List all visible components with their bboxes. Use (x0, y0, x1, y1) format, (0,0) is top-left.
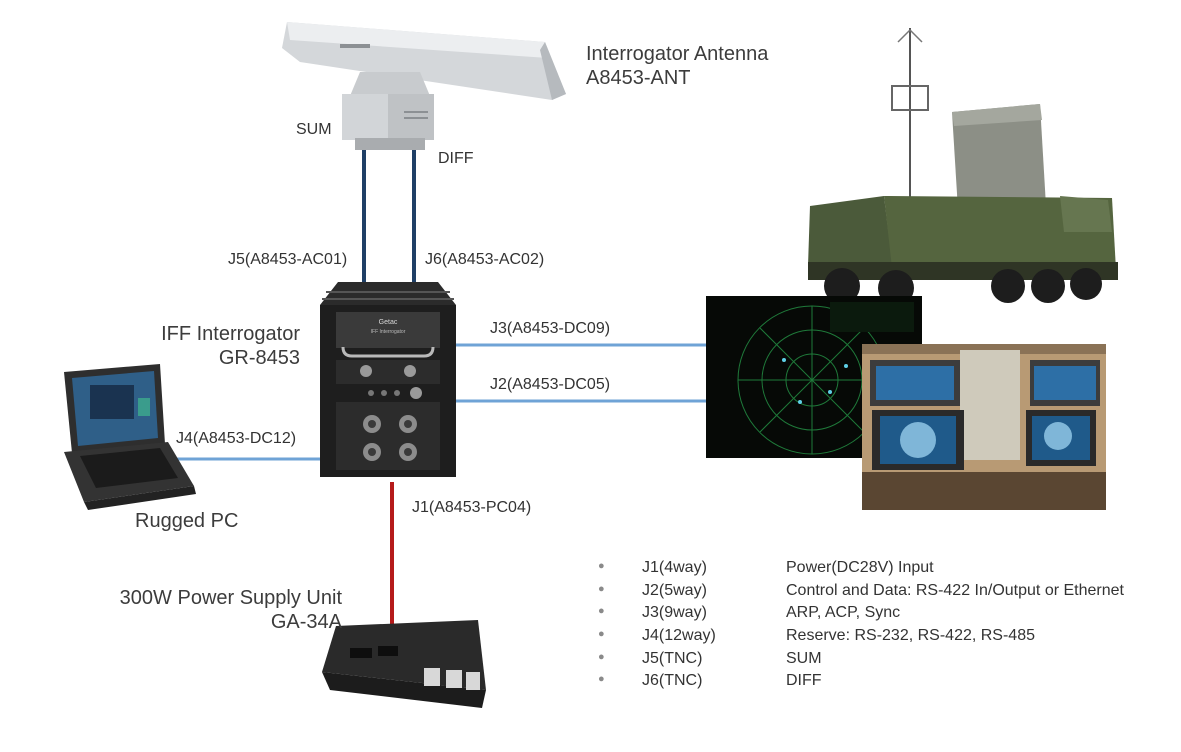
bullet-icon: ● (598, 605, 605, 618)
j2-label: J2(A8453-DC05) (490, 376, 611, 393)
antenna-model: A8453-ANT (586, 67, 691, 89)
legend-desc: Control and Data: RS-422 In/Output or Et… (786, 581, 1124, 599)
antenna-title: Interrogator Antenna (586, 43, 769, 65)
interrogator-brand: Getac (379, 319, 398, 326)
bullet-icon: ● (598, 628, 605, 641)
j6-label: J6(A8453-AC02) (425, 251, 545, 268)
antenna-image (282, 22, 566, 150)
rugged-pc-image (64, 364, 196, 510)
j4-label: J4(A8453-DC12) (176, 430, 297, 447)
interrogator-model: GR-8453 (218, 347, 300, 369)
bullet-icon: ● (598, 650, 605, 663)
j3-label: J3(A8453-DC09) (490, 320, 611, 337)
j1-label: J1(A8453-PC04) (412, 499, 532, 516)
bullet-icon: ● (598, 582, 605, 595)
bullet-icon: ● (598, 673, 605, 686)
legend-desc: DIFF (786, 672, 822, 690)
legend-desc: Power(DC28V) Input (786, 559, 934, 576)
legend-code: J3(9way) (642, 604, 707, 622)
interrogator-title: IFF Interrogator (161, 323, 300, 345)
radar-truck-image (808, 28, 1118, 306)
legend-code: J4(12way) (642, 627, 716, 645)
legend-desc: Reserve: RS-232, RS-422, RS-485 (786, 627, 1035, 645)
legend-code: J6(TNC) (642, 672, 703, 690)
bullet-icon: ● (598, 560, 605, 572)
interrogator-image: Getac IFF Interrogator (320, 282, 456, 477)
legend-code: J1(4way) (642, 559, 707, 576)
port-diff-label: DIFF (438, 150, 474, 167)
psu-model: GA-34A (270, 611, 342, 633)
operator-console-image (862, 344, 1106, 510)
power-supply-image (322, 620, 486, 708)
legend-code: J5(TNC) (642, 649, 703, 667)
legend-desc: SUM (786, 649, 822, 667)
interrogator-front-label: IFF Interrogator (371, 329, 406, 335)
j5-label: J5(A8453-AC01) (228, 251, 348, 268)
legend-code: J2(5way) (642, 581, 707, 599)
legend-desc: ARP, ACP, Sync (786, 604, 901, 622)
rugged-pc-label: Rugged PC (135, 510, 239, 532)
psu-title: 300W Power Supply Unit (119, 587, 342, 609)
port-sum-label: SUM (296, 121, 332, 138)
